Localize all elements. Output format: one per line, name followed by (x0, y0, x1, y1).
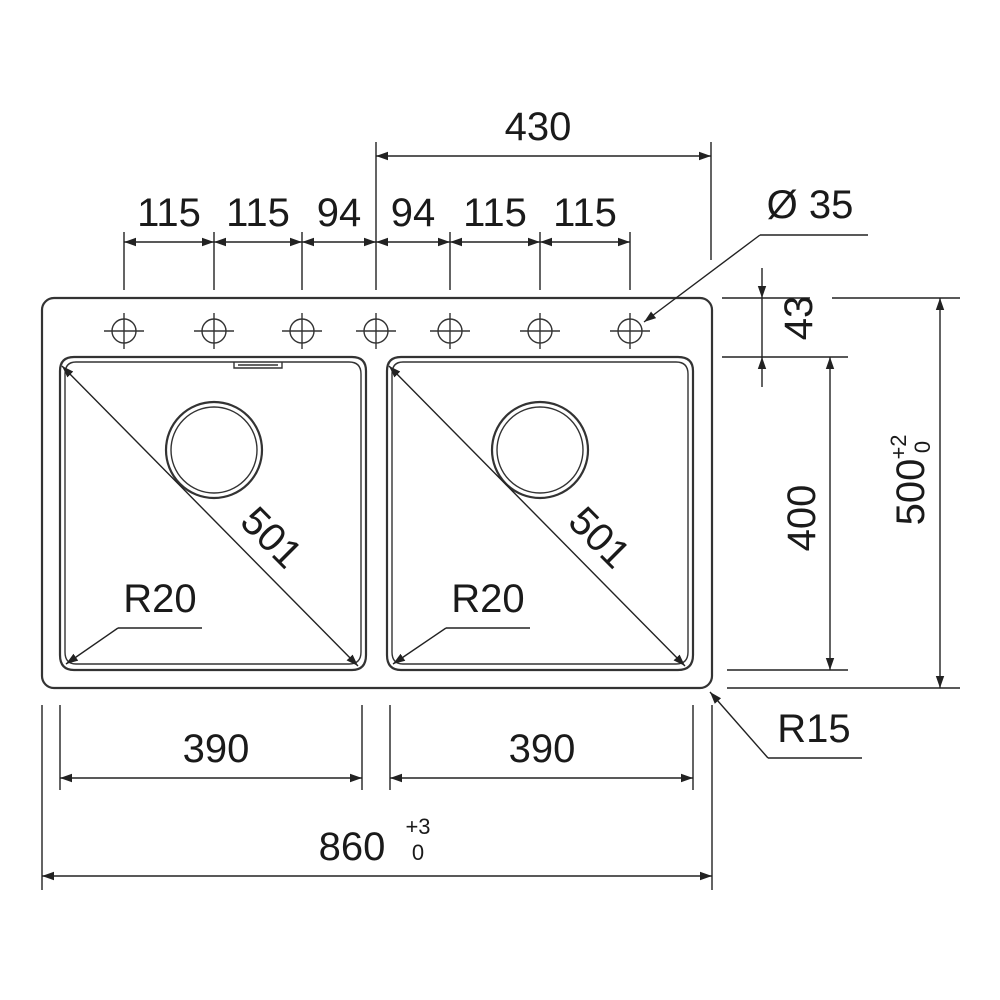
right-drain-inner (496, 406, 584, 494)
left-drain-inner (170, 406, 258, 494)
dim-860-label: 860 (319, 825, 386, 869)
r15-label: R15 (777, 707, 850, 751)
tap-hole (356, 313, 396, 349)
tap-hole (194, 313, 234, 349)
dim-860-tol-upper: +3 (405, 814, 430, 839)
right-bowl-outline (385, 355, 695, 672)
dim-spacing-label: 94 (317, 191, 362, 235)
dim-left-r20: R20 (65, 577, 202, 665)
dim-500-label: 500 (889, 459, 933, 526)
dim-spacing-label: 115 (226, 191, 290, 235)
dim-right-diagonal: 501 (388, 365, 686, 667)
dim-spacing-label: 115 (463, 191, 527, 235)
dim-860: 860 +3 0 (41, 705, 713, 890)
dim-43: 43 (722, 268, 821, 387)
hole-diameter-label: Ø 35 (767, 183, 854, 227)
right-r20-label: R20 (451, 577, 524, 621)
dim-400: 400 (727, 356, 848, 671)
dim-500-tol-lower: 0 (910, 441, 935, 453)
tap-hole (610, 313, 650, 349)
left-r20-label: R20 (123, 577, 196, 621)
dim-43-label: 43 (777, 296, 821, 341)
left-drain-outer (164, 400, 264, 500)
left-bowl-outline (58, 355, 368, 672)
dim-tap-spacings: 115 115 94 94 115 115 (123, 191, 631, 290)
tap-hole (430, 313, 470, 349)
dim-r15: R15 (709, 691, 862, 759)
dim-right-r20: R20 (392, 577, 530, 665)
dim-860-tol-lower: 0 (412, 840, 424, 865)
tap-hole (282, 313, 322, 349)
sink-outline (40, 296, 714, 690)
dim-430-label: 430 (505, 105, 572, 149)
left-diagonal-label: 501 (232, 499, 310, 577)
tap-hole (104, 313, 144, 349)
right-bowl-width-label: 390 (509, 727, 576, 771)
right-drain-outer (490, 400, 590, 500)
dim-500: 500 +2 0 (727, 297, 960, 689)
dim-430: 430 (375, 105, 712, 290)
left-bowl-width-label: 390 (183, 727, 250, 771)
dim-left-diagonal: 501 (61, 365, 359, 667)
dim-500-tol-upper: +2 (886, 434, 911, 459)
dim-spacing-label: 115 (137, 191, 201, 235)
dim-spacing-label: 94 (391, 191, 436, 235)
tap-holes (104, 313, 650, 349)
dim-hole-diameter: Ø 35 (643, 183, 868, 323)
tap-hole (520, 313, 560, 349)
dim-bottom-bowl-widths: 390 390 (59, 705, 694, 790)
dim-400-label: 400 (780, 485, 824, 552)
dim-spacing-label: 115 (553, 191, 617, 235)
right-diagonal-label: 501 (560, 499, 638, 577)
